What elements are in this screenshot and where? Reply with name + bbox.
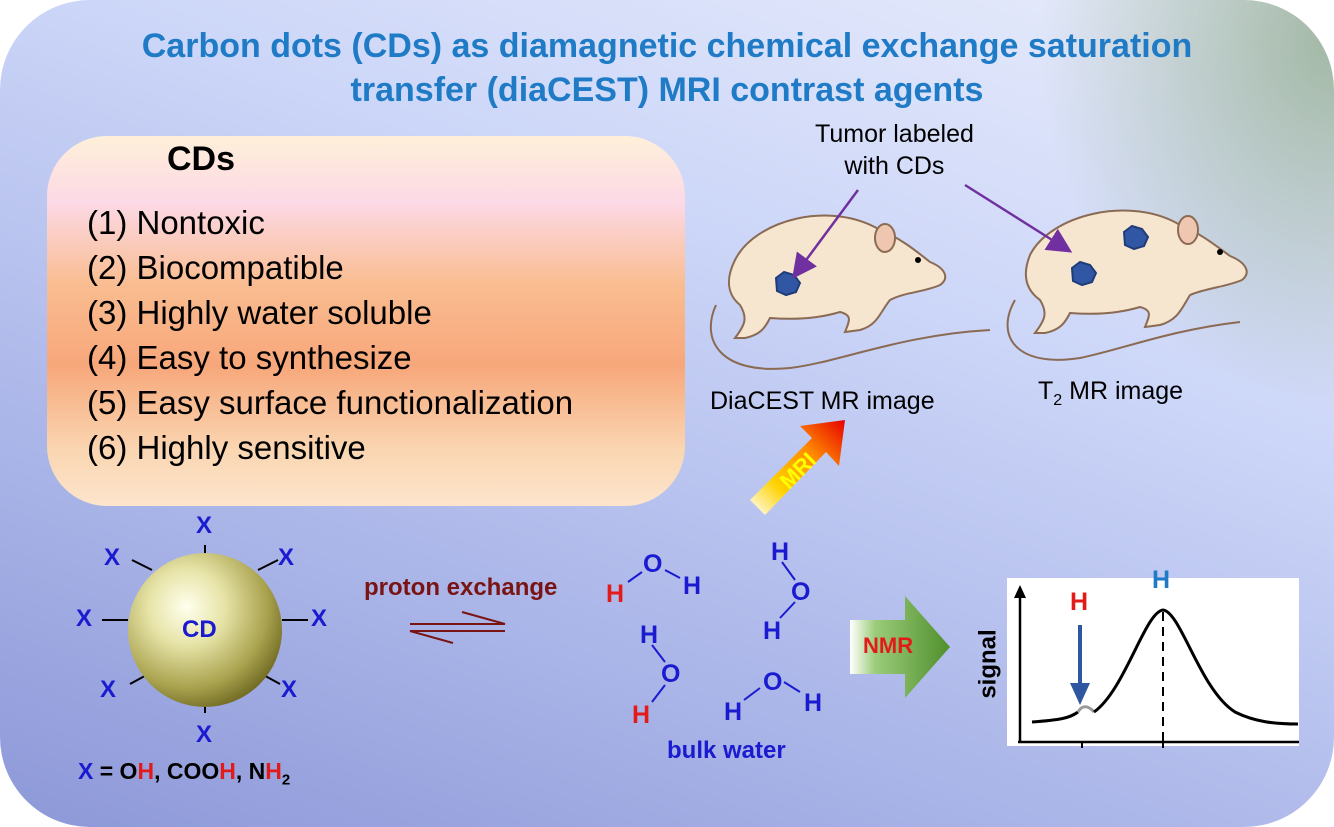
- water-h: H: [640, 621, 659, 649]
- x-substituent: X: [278, 544, 295, 571]
- property-item: (5) Easy surface functionalization: [87, 384, 574, 421]
- property-item: (6) Highly sensitive: [87, 429, 366, 466]
- properties-list: (1) Nontoxic (2) Biocompatible (3) Highl…: [87, 200, 573, 470]
- x-h-3: H: [265, 758, 282, 784]
- tumor-label: Tumor labeled with CDs: [815, 118, 974, 182]
- mri-arrow: [750, 420, 845, 515]
- cd-label: CD: [182, 616, 217, 643]
- nmr-label: NMR: [863, 633, 914, 658]
- x-substituent: X: [100, 676, 117, 703]
- water-h-exchangeable: H: [632, 701, 651, 729]
- properties-box: CDs (1) Nontoxic (2) Biocompatible (3) H…: [47, 136, 685, 506]
- x-h-1: H: [137, 758, 155, 784]
- t2-prefix: T: [1038, 377, 1054, 405]
- water-bonds: [627, 561, 801, 703]
- water-h-exchangeable: H: [606, 580, 625, 608]
- water-h: H: [763, 617, 782, 645]
- x-substituent: X: [76, 605, 93, 632]
- x-h-2: H: [219, 758, 236, 784]
- x-substituent: X: [281, 676, 298, 703]
- water-h: H: [724, 698, 743, 726]
- water-h: H: [771, 538, 790, 566]
- cd-sphere: [128, 553, 282, 707]
- water-o: O: [763, 668, 783, 696]
- tumor-pointer-right: [964, 183, 1073, 253]
- tumor-label-line-2: with CDs: [844, 152, 945, 180]
- x-cooh: , COO: [154, 758, 220, 784]
- property-item: (2) Biocompatible: [87, 249, 344, 286]
- water-o: O: [791, 578, 811, 606]
- x-substituent: X: [196, 721, 213, 748]
- x-subscript-2: 2: [281, 771, 291, 789]
- x-substituent: X: [104, 544, 121, 571]
- x-substituent: X: [196, 512, 213, 539]
- diacest-image-label: DiaCEST MR image: [710, 387, 935, 415]
- tumor-pointer-left: [792, 189, 860, 280]
- x-definition: X = OH, COOH, NH2: [78, 758, 290, 789]
- proton-exchange-label: proton exchange: [364, 574, 558, 601]
- water-o: O: [661, 660, 681, 688]
- t2-suffix: MR image: [1062, 377, 1184, 405]
- property-item: (1) Nontoxic: [87, 204, 265, 241]
- equilibrium-arrows: [409, 611, 506, 644]
- bulk-water-label: bulk water: [667, 737, 786, 764]
- spectrum-y-label: signal: [974, 629, 1002, 699]
- spectrum-peak-large-label: H: [1152, 566, 1171, 594]
- nmr-arrow: [850, 596, 950, 698]
- spectrum-plot: [1007, 578, 1299, 748]
- cd-particle: [102, 545, 308, 713]
- tumor-label-line-1: Tumor labeled: [815, 120, 974, 148]
- x-symbol: X: [78, 758, 94, 784]
- title-line-2: transfer (diaCEST) MRI contrast agents: [350, 71, 984, 109]
- properties-heading: CDs: [167, 140, 236, 178]
- spectrum-peak-small-label: H: [1070, 588, 1089, 616]
- property-item: (4) Easy to synthesize: [87, 339, 412, 376]
- t2-subscript: 2: [1053, 392, 1063, 409]
- title-line-1: Carbon dots (CDs) as diamagnetic chemica…: [141, 27, 1193, 65]
- x-n: , N: [235, 758, 266, 784]
- water-h: H: [683, 572, 702, 600]
- diagram-title: Carbon dots (CDs) as diamagnetic chemica…: [0, 24, 1334, 112]
- x-substituent: X: [311, 605, 328, 632]
- t2-image-label: T2 MR image: [1038, 377, 1183, 410]
- property-item: (3) Highly water soluble: [87, 294, 432, 331]
- mouse-t2: [1006, 209, 1248, 361]
- x-eq-o: = O: [93, 758, 138, 784]
- water-o: O: [643, 550, 663, 578]
- mouse-diacest: [709, 214, 991, 370]
- water-h: H: [804, 689, 823, 717]
